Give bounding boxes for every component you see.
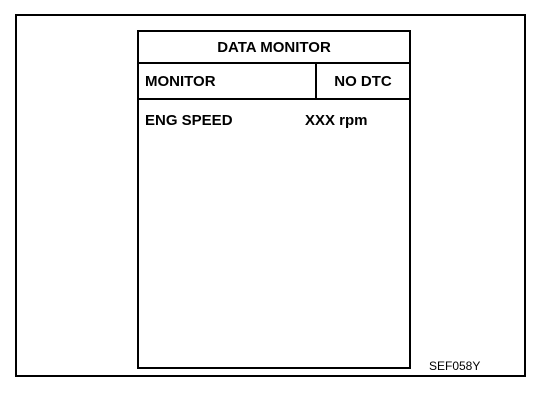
figure-frame [15, 14, 526, 377]
dtc-status-label: NO DTC [334, 72, 392, 90]
monitor-item-value: XXX rpm [305, 112, 368, 129]
screen-title: DATA MONITOR [139, 32, 409, 64]
figure-code: SEF058Y [429, 359, 481, 373]
monitor-header-row: MONITOR NO DTC [139, 64, 409, 100]
monitor-item-name: ENG SPEED [145, 112, 233, 129]
header-divider [315, 64, 317, 98]
monitor-label: MONITOR [145, 72, 216, 90]
data-monitor-screen: DATA MONITOR MONITOR NO DTC ENG SPEED XX… [137, 30, 411, 369]
monitor-item-row: ENG SPEED XXX rpm [139, 112, 409, 134]
